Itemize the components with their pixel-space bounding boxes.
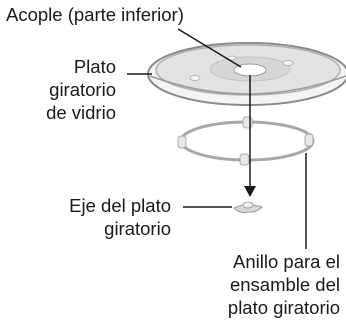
leader-lines	[127, 28, 307, 249]
turntable-shaft-icon	[233, 201, 263, 213]
glass-turntable-plate-icon	[147, 42, 346, 106]
ring-label: Anillo para el ensamble del plato girato…	[228, 250, 340, 319]
coupler-label: Acople (parte inferior)	[6, 4, 184, 25]
plate-label-line-1: Plato	[73, 56, 116, 77]
plate-label-line-2: giratorio	[49, 79, 116, 100]
roller-ring-icon	[177, 116, 315, 166]
plate-label: Plato giratorio de vidrio	[46, 55, 116, 124]
shaft-label: Eje del plato giratorio	[69, 194, 171, 240]
ring-label-line-1: Anillo para el	[233, 251, 340, 272]
ring-label-line-3: plato giratorio	[227, 297, 340, 318]
shaft-label-line-2: giratorio	[104, 218, 171, 239]
shaft-label-line-1: Eje del plato	[69, 195, 171, 216]
plate-label-line-3: de vidrio	[46, 102, 116, 123]
coupler-leader-line	[177, 28, 242, 68]
ring-label-line-2: ensamble del	[229, 274, 340, 295]
shaft-arrow-head	[244, 186, 256, 197]
